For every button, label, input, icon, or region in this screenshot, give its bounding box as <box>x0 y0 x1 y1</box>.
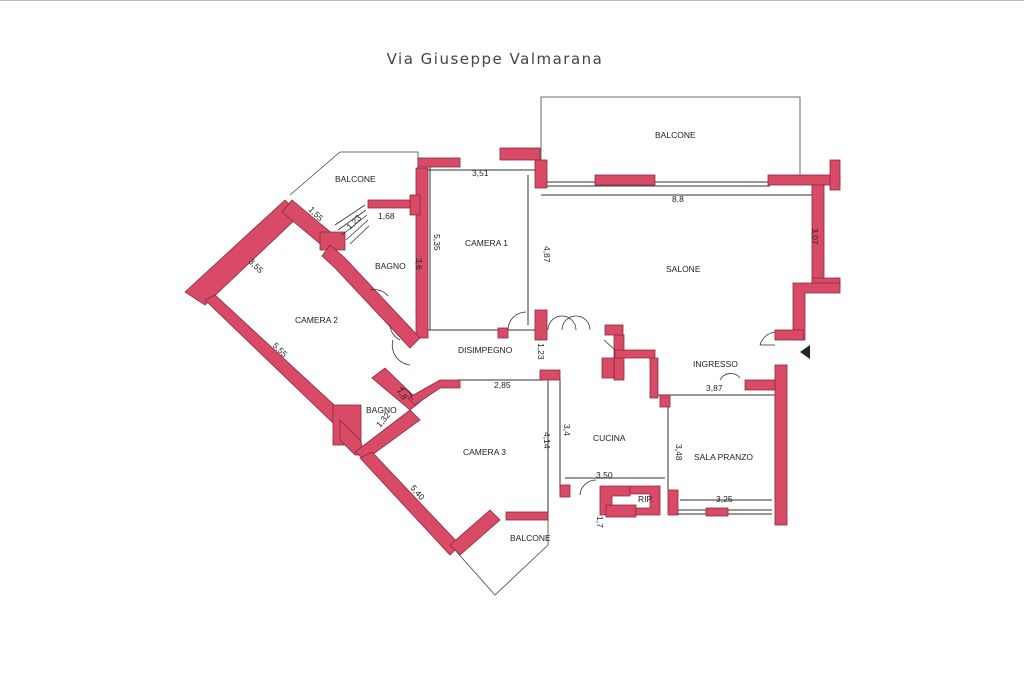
room-rip: RIP. <box>638 494 653 504</box>
dim-camera1-width: 3,51 <box>472 168 489 178</box>
room-salone: SALONE <box>666 264 701 274</box>
doors <box>369 289 776 496</box>
stairs <box>334 204 370 245</box>
room-balcone-top: BALCONE <box>655 130 696 140</box>
balcone-bottom-outline <box>454 518 549 596</box>
dim-ingresso-width: 3,87 <box>706 383 723 393</box>
dim-balcone-left-c: 1,68 <box>378 211 395 221</box>
top-border <box>0 0 1024 1</box>
dim-salone-width: 8,8 <box>672 194 684 204</box>
dim-salone-depth: 3,07 <box>810 228 820 245</box>
dim-camera1-depth-b: 4,87 <box>542 246 552 263</box>
entry-arrow-icon <box>800 345 810 359</box>
room-disimpegno: DISIMPEGNO <box>458 345 513 355</box>
dim-bagno-upper-depth: 3,6 <box>414 258 424 270</box>
dim-camera3-depth: 4,14 <box>542 432 552 449</box>
room-camera-2: CAMERA 2 <box>295 315 338 325</box>
dim-sala-pranzo-width: 3,25 <box>716 494 733 504</box>
dim-sala-pranzo-depth: 3,48 <box>674 444 684 461</box>
room-cucina: CUCINA <box>593 433 626 443</box>
dim-balcone-bottom-depth: 1,7 <box>595 516 605 528</box>
room-bagno-upper: BAGNO <box>375 261 406 271</box>
dim-cucina-depth: 3,4 <box>562 424 572 436</box>
room-balcone-left: BALCONE <box>335 174 376 184</box>
walls <box>184 147 841 556</box>
room-bagno-lower: BAGNO <box>366 405 397 415</box>
interior-lines <box>418 165 820 520</box>
dim-cucina-width: 3,50 <box>596 470 613 480</box>
street-title: Via Giuseppe Valmarana <box>386 50 604 68</box>
balcone-top-outline <box>540 96 801 178</box>
room-balcone-bottom: BALCONE <box>510 533 551 543</box>
room-camera-3: CAMERA 3 <box>463 447 506 457</box>
dim-disimpegno-length: 2,85 <box>494 380 511 390</box>
room-sala-pranzo: SALA PRANZO <box>694 452 753 462</box>
dim-camera1-depth-a: 5,35 <box>432 234 442 251</box>
room-camera-1: CAMERA 1 <box>465 238 508 248</box>
dim-balcone-left-b: 1,23 <box>344 212 363 231</box>
dim-camera2-width: 3,55 <box>247 256 266 275</box>
dim-disimpegno-width: 1,23 <box>536 343 546 360</box>
room-ingresso: INGRESSO <box>693 359 738 369</box>
